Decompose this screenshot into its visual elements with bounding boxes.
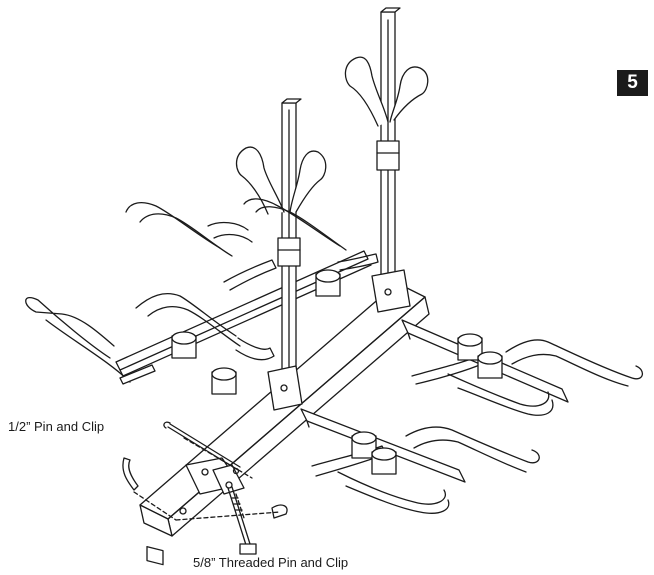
left-mast-hooks (235, 146, 327, 215)
front-right-wheel-cradle (411, 339, 643, 416)
hinge-bracket (185, 457, 245, 495)
step-number-badge: 5 (617, 70, 648, 96)
threaded-pin-icon (227, 486, 257, 555)
front-center-wheel-cradle (311, 426, 540, 514)
right-mast (371, 7, 411, 313)
alignment-lines (133, 437, 281, 521)
rear-left-wheel-cradle (25, 293, 275, 385)
strap-clamp (171, 269, 503, 475)
cotter-clip-icon (271, 504, 288, 519)
right-mast-hooks (344, 56, 429, 127)
half-inch-pin-label: 1/2” Pin and Clip (8, 419, 105, 434)
left-mast (267, 98, 303, 411)
threaded-pin-label: 5/8” Threaded Pin and Clip (193, 555, 349, 570)
upper-left-wheel-cradle (125, 198, 379, 291)
